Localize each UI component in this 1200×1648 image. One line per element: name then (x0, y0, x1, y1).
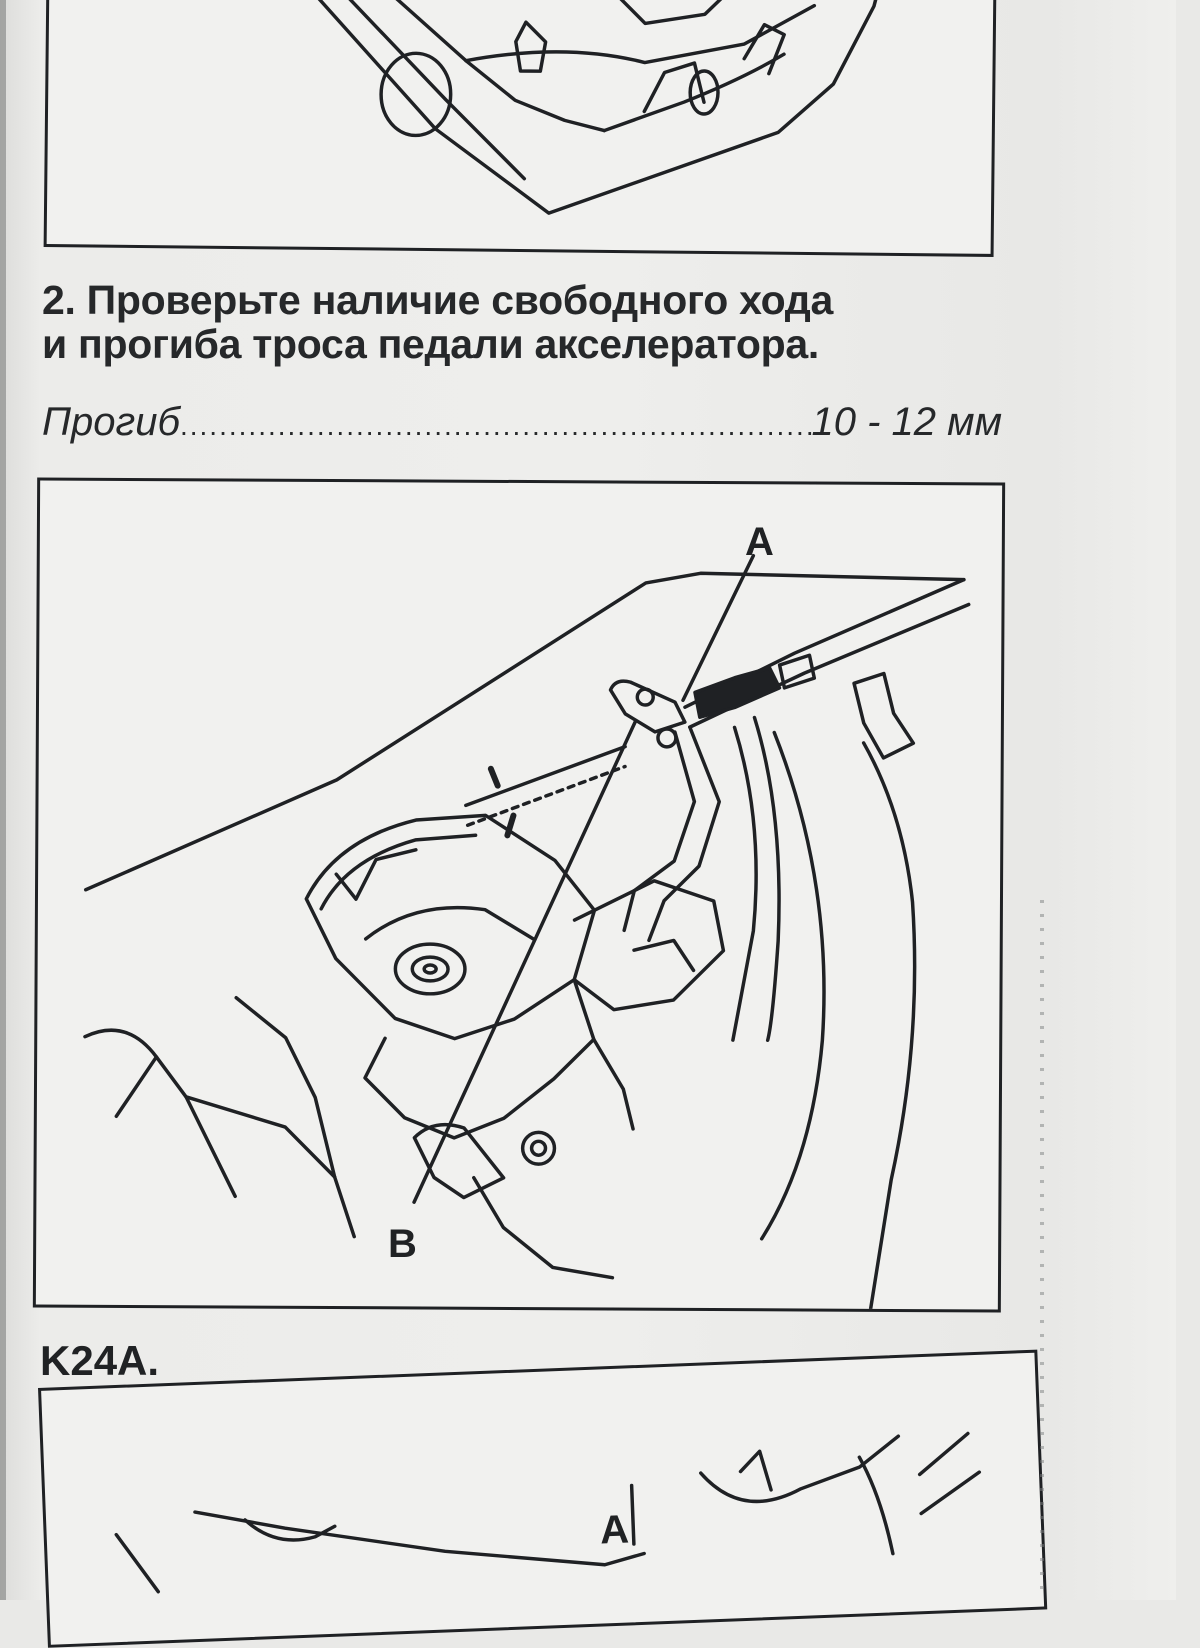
page-edge-shadow (0, 0, 6, 1600)
callout-label-b: B (388, 1222, 417, 1266)
callout-label-a: A (745, 520, 774, 564)
step-line-1: 2. Проверьте наличие свободного хода (42, 277, 834, 323)
engine-part-illustration (301, 0, 881, 215)
figure-accelerator-cable (32, 477, 1006, 1313)
accelerator-cable-illustration (83, 553, 971, 1310)
callout-label-a-bottom: A (599, 1507, 630, 1553)
spec-deflection: Прогиб .................................… (42, 400, 1002, 446)
spec-value: 10 - 12 мм (811, 400, 1003, 444)
step-instruction: 2. Проверьте наличие свободного хода и п… (42, 278, 1002, 366)
figure-bottom-partial (38, 1349, 1048, 1648)
step-line-2: и прогиба троса педали акселератора. (42, 321, 819, 367)
figure-top-partial (43, 0, 997, 257)
scan-edge-artifact (1040, 900, 1044, 1600)
spec-leader-dots: ........................................… (179, 410, 812, 441)
engine-model-caption: K24A. (40, 1337, 160, 1384)
k24a-illustration (114, 1431, 982, 1594)
spec-label: Прогиб (42, 400, 180, 444)
